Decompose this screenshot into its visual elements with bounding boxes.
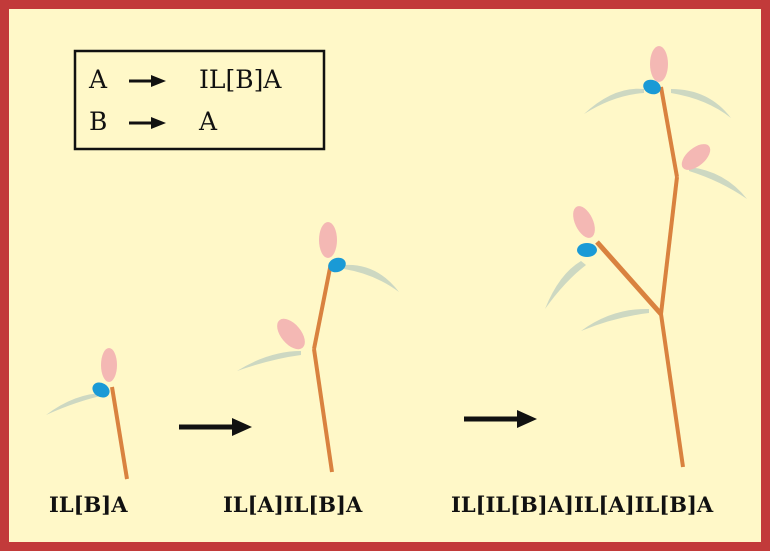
- stem-middle: [661, 177, 677, 314]
- transition-arrow-1-icon: [179, 418, 252, 436]
- leaf: [581, 309, 649, 331]
- diagram-canvas: A IL[B]A B A: [9, 9, 770, 560]
- rule-2-lhs: B: [89, 107, 107, 136]
- stem-top: [661, 87, 677, 177]
- leaf: [237, 351, 301, 371]
- leaf: [584, 89, 644, 114]
- leaf: [671, 89, 731, 118]
- flower-bud-icon: [101, 348, 117, 382]
- stem-upper: [314, 263, 331, 349]
- stage-2-plant: [237, 222, 399, 472]
- stem: [112, 387, 127, 479]
- leaf: [344, 265, 399, 292]
- leaf: [46, 393, 105, 415]
- transition-arrow-2-icon: [464, 410, 537, 428]
- flower-bud-icon: [569, 203, 600, 241]
- rule-1-arrow-icon: [129, 75, 166, 87]
- rule-1-lhs: A: [88, 65, 108, 94]
- branch: [597, 242, 661, 314]
- lateral-bud-icon: [577, 243, 597, 257]
- leaf: [545, 261, 586, 309]
- leaf: [689, 167, 747, 199]
- flower-bud-icon: [319, 222, 337, 258]
- stem-lower: [661, 314, 683, 467]
- stage-1-caption: IL[B]A: [49, 492, 128, 517]
- flower-bud-icon: [650, 46, 668, 82]
- stage-1-plant: [46, 348, 127, 479]
- production-rules-box: A IL[B]A B A: [75, 51, 324, 149]
- stage-3-plant: [545, 46, 747, 467]
- rule-2-rhs: A: [198, 107, 218, 136]
- stem-lower: [314, 349, 332, 472]
- rule-2-arrow-icon: [129, 117, 166, 129]
- stage-3-caption: IL[IL[B]A]IL[A]IL[B]A: [451, 492, 714, 517]
- stage-2-caption: IL[A]IL[B]A: [223, 492, 363, 517]
- flower-bud-icon: [272, 314, 310, 354]
- rule-1-rhs: IL[B]A: [199, 65, 282, 94]
